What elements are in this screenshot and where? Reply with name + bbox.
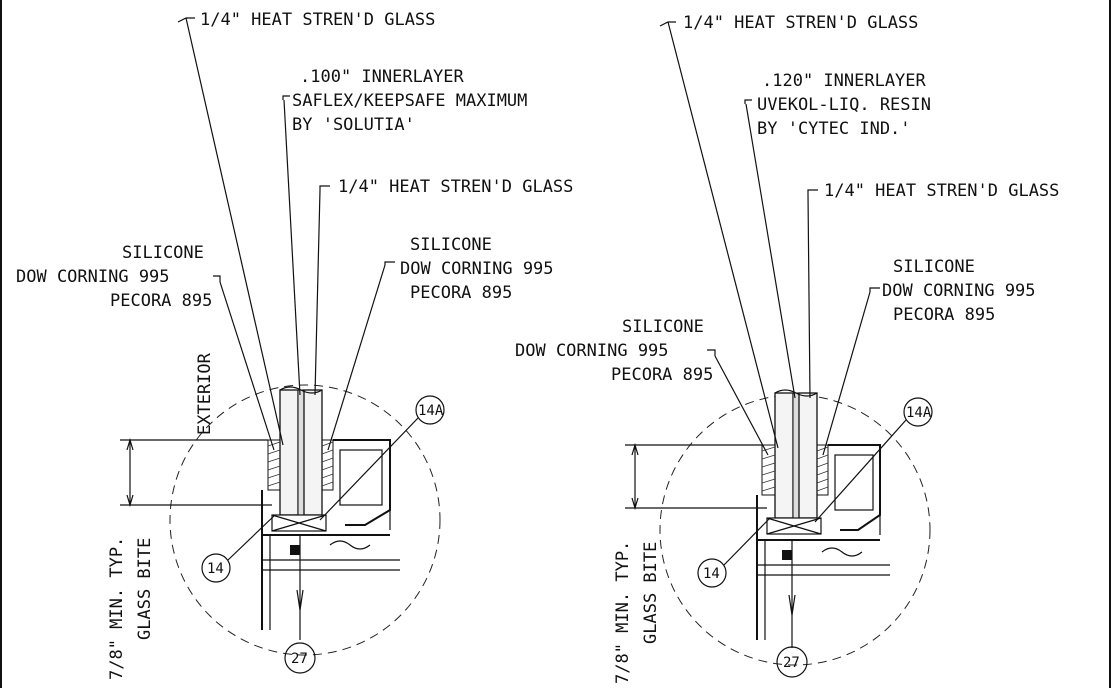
left-silicone-left-line-2: DOW CORNING 995 bbox=[16, 267, 170, 287]
right-leader-inner-glass bbox=[807, 193, 811, 399]
left-silicone-right-line-1: SILICONE bbox=[410, 235, 492, 255]
left-innerlayer bbox=[297, 389, 305, 516]
left-glass-break-line bbox=[279, 386, 323, 394]
right-leader-innerlayer bbox=[745, 103, 796, 399]
right-glass-inner-label: 1/4" HEAT STREN'D GLASS bbox=[824, 181, 1059, 201]
left-tag-27: 27 bbox=[291, 651, 308, 667]
left-silicone-right-line-3: PECORA 895 bbox=[410, 283, 512, 303]
left-inner-glass bbox=[303, 389, 323, 516]
left-exterior-label: EXTERIOR bbox=[195, 352, 215, 435]
right-silicone-right-line-1: SILICONE bbox=[893, 257, 975, 277]
right-silicone-bead-exterior bbox=[761, 444, 776, 496]
right-stop-cavity bbox=[834, 454, 874, 511]
left-leader-inner-glass bbox=[314, 189, 321, 396]
right-tag-27-circle bbox=[776, 646, 808, 678]
right-outer-glass bbox=[774, 392, 794, 519]
left-silicone-left-line-1: SILICONE bbox=[122, 243, 204, 263]
left-tag-14a: 14A bbox=[418, 403, 444, 419]
left-leader-silicone-interior bbox=[327, 264, 386, 451]
right-silicone-left-line-1: SILICONE bbox=[622, 317, 704, 337]
right-inner-glass bbox=[798, 392, 818, 519]
right-innerlayer-line-2: UVEKOL-LIQ. RESIN bbox=[757, 95, 931, 115]
left-innerlayer-line-3: BY 'SOLUTIA' bbox=[292, 115, 415, 135]
right-leader-silicone-interior bbox=[822, 291, 871, 456]
right-innerlayer-line-3: BY 'CYTEC IND.' bbox=[757, 119, 911, 139]
right-silicone-right-line-2: DOW CORNING 995 bbox=[882, 281, 1036, 301]
left-silicone-left-line-3: PECORA 895 bbox=[110, 291, 212, 311]
right-silicone-bead-interior bbox=[816, 444, 829, 496]
left-tag-27-circle bbox=[284, 642, 316, 674]
right-tag-27: 27 bbox=[783, 655, 800, 671]
right-detail: 7/8" MIN. TYP. GLASS BITE 14A 14 27 1/4"… bbox=[515, 13, 1059, 684]
right-dim-label-2: GLASS BITE bbox=[641, 542, 661, 644]
left-glass-top-label: 1/4" HEAT STREN'D GLASS bbox=[200, 10, 435, 30]
right-glass-break-line bbox=[774, 389, 818, 397]
left-tag-14a-circle bbox=[415, 395, 445, 425]
right-silicone-right-line-3: PECORA 895 bbox=[893, 305, 995, 325]
right-innerlayer bbox=[792, 392, 800, 519]
right-dim-label: 7/8" MIN. TYP. bbox=[613, 541, 633, 684]
left-silicone-right-line-2: DOW CORNING 995 bbox=[400, 259, 554, 279]
left-silicone-bead-interior bbox=[321, 439, 334, 491]
right-leader-outer-glass bbox=[667, 21, 779, 449]
right-tag-14-circle bbox=[697, 558, 727, 588]
left-detail-circle bbox=[169, 384, 441, 656]
left-glass-inner-label: 1/4" HEAT STREN'D GLASS bbox=[338, 177, 573, 197]
left-glass-bite-dimension bbox=[120, 437, 272, 508]
right-silicone-left-line-2: DOW CORNING 995 bbox=[515, 341, 669, 361]
right-glass-top-label: 1/4" HEAT STREN'D GLASS bbox=[683, 13, 918, 33]
left-tag-14-circle bbox=[201, 553, 231, 583]
right-tag-14a-circle bbox=[903, 397, 933, 427]
left-silicone-bead-exterior bbox=[267, 439, 281, 491]
left-screw-boss bbox=[290, 545, 300, 555]
left-tag-14: 14 bbox=[207, 561, 224, 577]
left-leader-outer-glass bbox=[185, 17, 284, 446]
left-stop-cavity bbox=[339, 449, 383, 506]
right-glass-bite-dimension bbox=[625, 442, 767, 511]
left-dim-label-2: GLASS BITE bbox=[135, 538, 155, 640]
right-tag-14: 14 bbox=[703, 566, 720, 582]
right-leader-silicone-exterior bbox=[714, 355, 769, 456]
left-leader-silicone-exterior bbox=[219, 281, 275, 451]
left-dim-label: 7/8" MIN. TYP. bbox=[107, 537, 127, 680]
right-innerlayer-line-1: .120" INNERLAYER bbox=[762, 71, 927, 91]
left-detail: 7/8" MIN. TYP. GLASS BITE EXTERIOR 14A 1… bbox=[16, 10, 573, 680]
left-innerlayer-line-2: SAFLEX/KEEPSAFE MAXIMUM bbox=[292, 91, 527, 111]
right-screw-boss bbox=[782, 550, 792, 560]
left-innerlayer-line-1: .100" INNERLAYER bbox=[300, 67, 465, 87]
left-outer-glass bbox=[279, 389, 299, 516]
right-silicone-left-line-3: PECORA 895 bbox=[611, 365, 713, 385]
right-tag-14a: 14A bbox=[906, 405, 932, 421]
left-leader-innerlayer bbox=[283, 99, 301, 396]
